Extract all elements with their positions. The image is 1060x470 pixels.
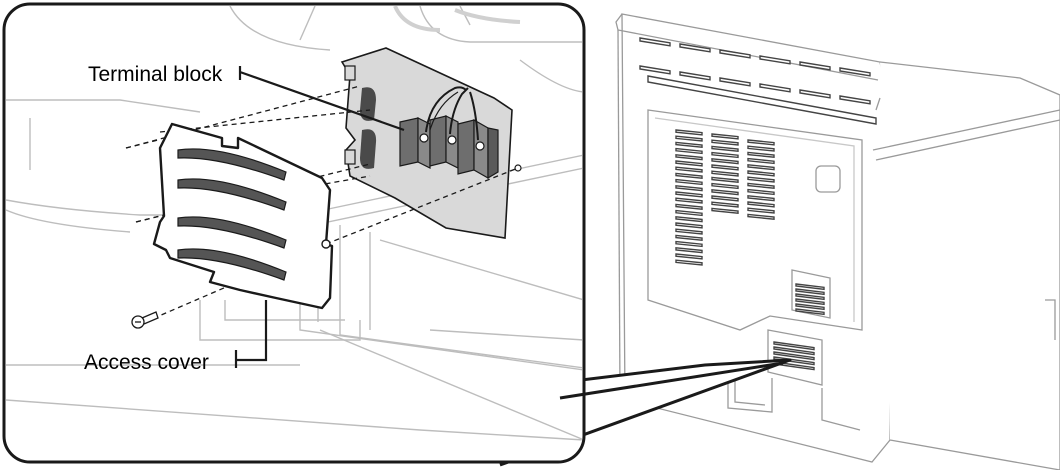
range-column-vent-slot: [747, 195, 775, 202]
cover-louver: [177, 148, 287, 181]
range-column-vent-slot: [675, 259, 703, 266]
range-column-vent-slot: [711, 182, 739, 190]
range-column-vent-slot: [675, 160, 703, 167]
range-top-vent-slot: [639, 37, 671, 47]
access-cover-leader: [234, 300, 268, 368]
range-top-vent-slot: [639, 65, 671, 75]
background-structure: [6, 6, 582, 441]
range-small-vent-slot: [795, 308, 825, 316]
range-column-vent-slot: [747, 139, 775, 146]
range-access-vent-slot: [773, 346, 815, 356]
plate-upper-slot: [360, 87, 376, 121]
access-cover-label: Access cover: [84, 351, 209, 374]
range-small-vent-slot: [795, 288, 825, 296]
range-column-vent-slot: [711, 164, 739, 171]
range-column-vent-slot: [675, 166, 703, 173]
range-column-vent-slot: [675, 209, 703, 217]
range-column-vent-slot: [675, 185, 703, 192]
range-top-vent-slot: [679, 71, 711, 81]
range-vent-bar: [647, 75, 877, 125]
range-top-vent-slot: [799, 61, 831, 71]
range-column-vent-slot: [711, 151, 739, 159]
range-top-vent-slot: [759, 55, 791, 65]
range-column-vent-slot: [747, 151, 775, 158]
range-access-vent-slot: [773, 351, 815, 361]
range-top-vent-slot: [719, 77, 751, 87]
range-small-vent-slot: [795, 298, 825, 306]
range-small-vent-slot: [795, 293, 825, 301]
range-top-vent-slot: [679, 43, 711, 53]
range-column-vent-slot: [711, 158, 739, 165]
range-column-vent-slot: [675, 141, 703, 148]
access-cover-screw-hole: [321, 239, 331, 249]
cover-louver: [177, 248, 287, 281]
range-top-vent-slot: [799, 89, 831, 99]
range-column-vent-slot: [711, 176, 739, 183]
range-side-panel: [879, 61, 1060, 470]
range-column-vent-slot: [747, 213, 775, 220]
range-column-vent-slot: [675, 147, 703, 155]
range-top-vent-slot: [759, 83, 791, 93]
range-column-vent-slot: [747, 207, 775, 214]
range-column-vent-slot: [747, 145, 775, 152]
range-column-vent-slot: [747, 188, 775, 196]
cover-louver: [177, 216, 287, 249]
range-access-vent-slot: [773, 341, 815, 351]
range-column-vent-slot: [711, 207, 739, 214]
cover-louver: [177, 178, 287, 211]
range-column-vent-slot: [675, 129, 703, 136]
range-column-vent-slot: [711, 195, 739, 202]
range-top-vent-slot: [839, 95, 871, 105]
range-column-vent-slot: [675, 203, 703, 210]
range-small-vent-slot: [795, 303, 825, 311]
range-column-vent-slot: [675, 135, 703, 142]
access-cover: [152, 122, 334, 310]
range-vents: [639, 37, 877, 371]
range-small-vent-slot: [795, 283, 825, 291]
range-column-vent-slot: [675, 222, 703, 229]
range-rear-view: [615, 13, 1060, 470]
range-column-vent-slot: [675, 197, 703, 204]
range-column-vent-slot: [675, 172, 703, 179]
range-column-vent-slot: [711, 170, 739, 177]
label-leaders: [234, 66, 405, 368]
range-column-vent-slot: [711, 133, 739, 140]
range-column-vent-slot: [675, 216, 703, 223]
range-top-vent-slot: [839, 67, 871, 77]
terminal-wires: [425, 86, 479, 141]
range-column-vent-slot: [675, 154, 703, 161]
range-column-vent-slot: [747, 182, 775, 189]
range-column-vent-slot: [675, 234, 703, 241]
range-column-vent-slot: [747, 170, 775, 177]
range-column-vent-slot: [747, 157, 775, 165]
range-column-vent-slot: [675, 228, 703, 235]
callout-detail: [6, 6, 582, 441]
range-column-vent-slot: [711, 189, 739, 196]
range-top-vent-slot: [719, 49, 751, 59]
range-column-vent-slot: [675, 240, 703, 248]
range-column-vent-slot: [747, 201, 775, 208]
range-column-vent-slot: [747, 164, 775, 171]
range-column-vent-slot: [675, 178, 703, 186]
range-column-vent-slot: [711, 201, 739, 208]
range-column-vent-slot: [711, 139, 739, 146]
terminal-block-leader: [238, 66, 405, 132]
plate-lower-slot: [360, 129, 377, 169]
access-cover-outline: [152, 122, 334, 310]
range-column-vent-slot: [675, 253, 703, 260]
mounting-screw: [131, 311, 159, 329]
range-column-vent-slot: [711, 145, 739, 152]
terminal-block-assembly: [340, 47, 522, 239]
range-knob: [815, 165, 841, 193]
range-column-vent-slot: [675, 247, 703, 254]
range-column-vent-slot: [675, 191, 703, 198]
terminal-block-label: Terminal block: [88, 63, 223, 86]
range-column-vent-slot: [747, 176, 775, 183]
access-cover-louvers: [177, 148, 287, 281]
